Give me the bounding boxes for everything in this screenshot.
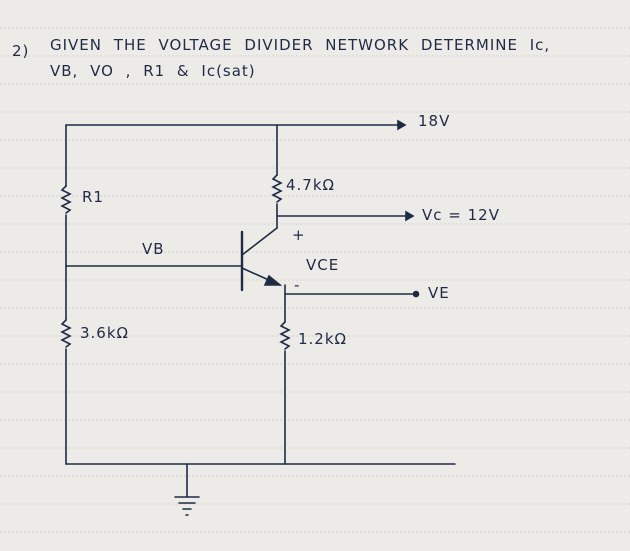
r2-resistor — [60, 319, 72, 348]
ground-icon — [174, 496, 200, 516]
supply-arrow — [397, 119, 407, 131]
question-number: 2) — [12, 42, 30, 60]
vce-plus-sign: + — [292, 226, 306, 244]
supply-label: 18V — [418, 112, 451, 130]
ve-node — [412, 290, 420, 298]
r1-label: R1 — [82, 188, 104, 206]
question-line-1: GIVEN THE VOLTAGE DIVIDER NETWORK DETERM… — [50, 36, 551, 54]
circuit-schematic — [60, 119, 456, 516]
re-resistor — [279, 321, 291, 350]
ruled-lines — [0, 27, 630, 533]
emitter-arrow-icon — [263, 274, 283, 286]
question-line-2: VB, VO , R1 & Ic(sat) — [50, 62, 256, 80]
rc-resistor — [271, 174, 283, 203]
ve-label: VE — [428, 284, 450, 302]
rc-label: 4.7kΩ — [286, 176, 336, 194]
vce-minus-sign: - — [294, 276, 301, 294]
vc-arrow — [405, 210, 415, 222]
re-label: 1.2kΩ — [298, 330, 348, 348]
vb-label: VB — [142, 240, 165, 258]
vce-label: VCE — [306, 256, 340, 274]
r2-label: 3.6kΩ — [80, 324, 130, 342]
vc-label: Vc = 12V — [422, 206, 500, 224]
r1-resistor — [60, 185, 72, 214]
transistor-collector-leg — [241, 227, 278, 256]
